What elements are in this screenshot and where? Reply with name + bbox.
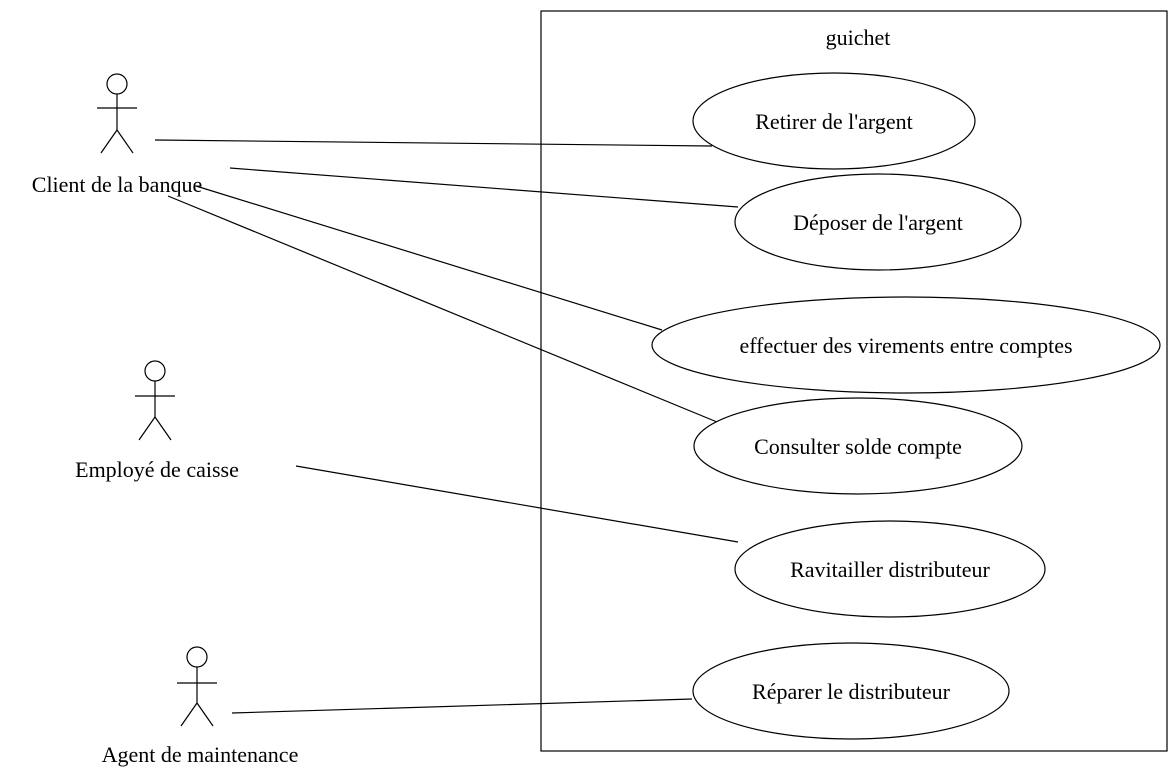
system-name: guichet bbox=[826, 25, 891, 50]
use-case-retirer[interactable]: Retirer de l'argent bbox=[692, 72, 976, 170]
actor-agent[interactable]: Agent de maintenance bbox=[102, 646, 299, 767]
association-client-consulter bbox=[167, 195, 718, 423]
use-case-consulter[interactable]: Consulter solde compte bbox=[693, 397, 1023, 495]
actor-client[interactable]: Client de la banque bbox=[32, 73, 202, 197]
use-case-virements[interactable]: effectuer des virements entre comptes bbox=[651, 296, 1161, 394]
use-case-label: Retirer de l'argent bbox=[755, 109, 913, 134]
stick-figure-icon bbox=[177, 646, 217, 727]
actor-employe[interactable]: Employé de caisse bbox=[75, 360, 239, 482]
association-client-retirer bbox=[154, 139, 713, 147]
use-case-label: Ravitailler distributeur bbox=[790, 557, 990, 582]
use-case-deposer[interactable]: Déposer de l'argent bbox=[734, 173, 1022, 271]
stick-figure-icon bbox=[135, 360, 175, 441]
actor-label: Client de la banque bbox=[32, 172, 202, 197]
association-agent-reparer bbox=[231, 698, 693, 714]
association-client-virements bbox=[195, 185, 663, 331]
use-case-label: effectuer des virements entre comptes bbox=[739, 333, 1072, 358]
stick-figure-icon bbox=[97, 73, 137, 154]
use-case-label: Déposer de l'argent bbox=[793, 210, 963, 235]
association-employe-ravitailler bbox=[295, 465, 739, 543]
use-case-ravitailler[interactable]: Ravitailler distributeur bbox=[734, 520, 1046, 618]
use-case-label: Consulter solde compte bbox=[754, 434, 962, 459]
use-case-reparer[interactable]: Réparer le distributeur bbox=[692, 642, 1010, 740]
actor-label: Employé de caisse bbox=[75, 457, 239, 482]
association-client-deposer bbox=[229, 167, 739, 208]
actor-label: Agent de maintenance bbox=[102, 742, 299, 767]
system-boundary bbox=[540, 10, 1168, 752]
use-case-label: Réparer le distributeur bbox=[752, 679, 951, 704]
